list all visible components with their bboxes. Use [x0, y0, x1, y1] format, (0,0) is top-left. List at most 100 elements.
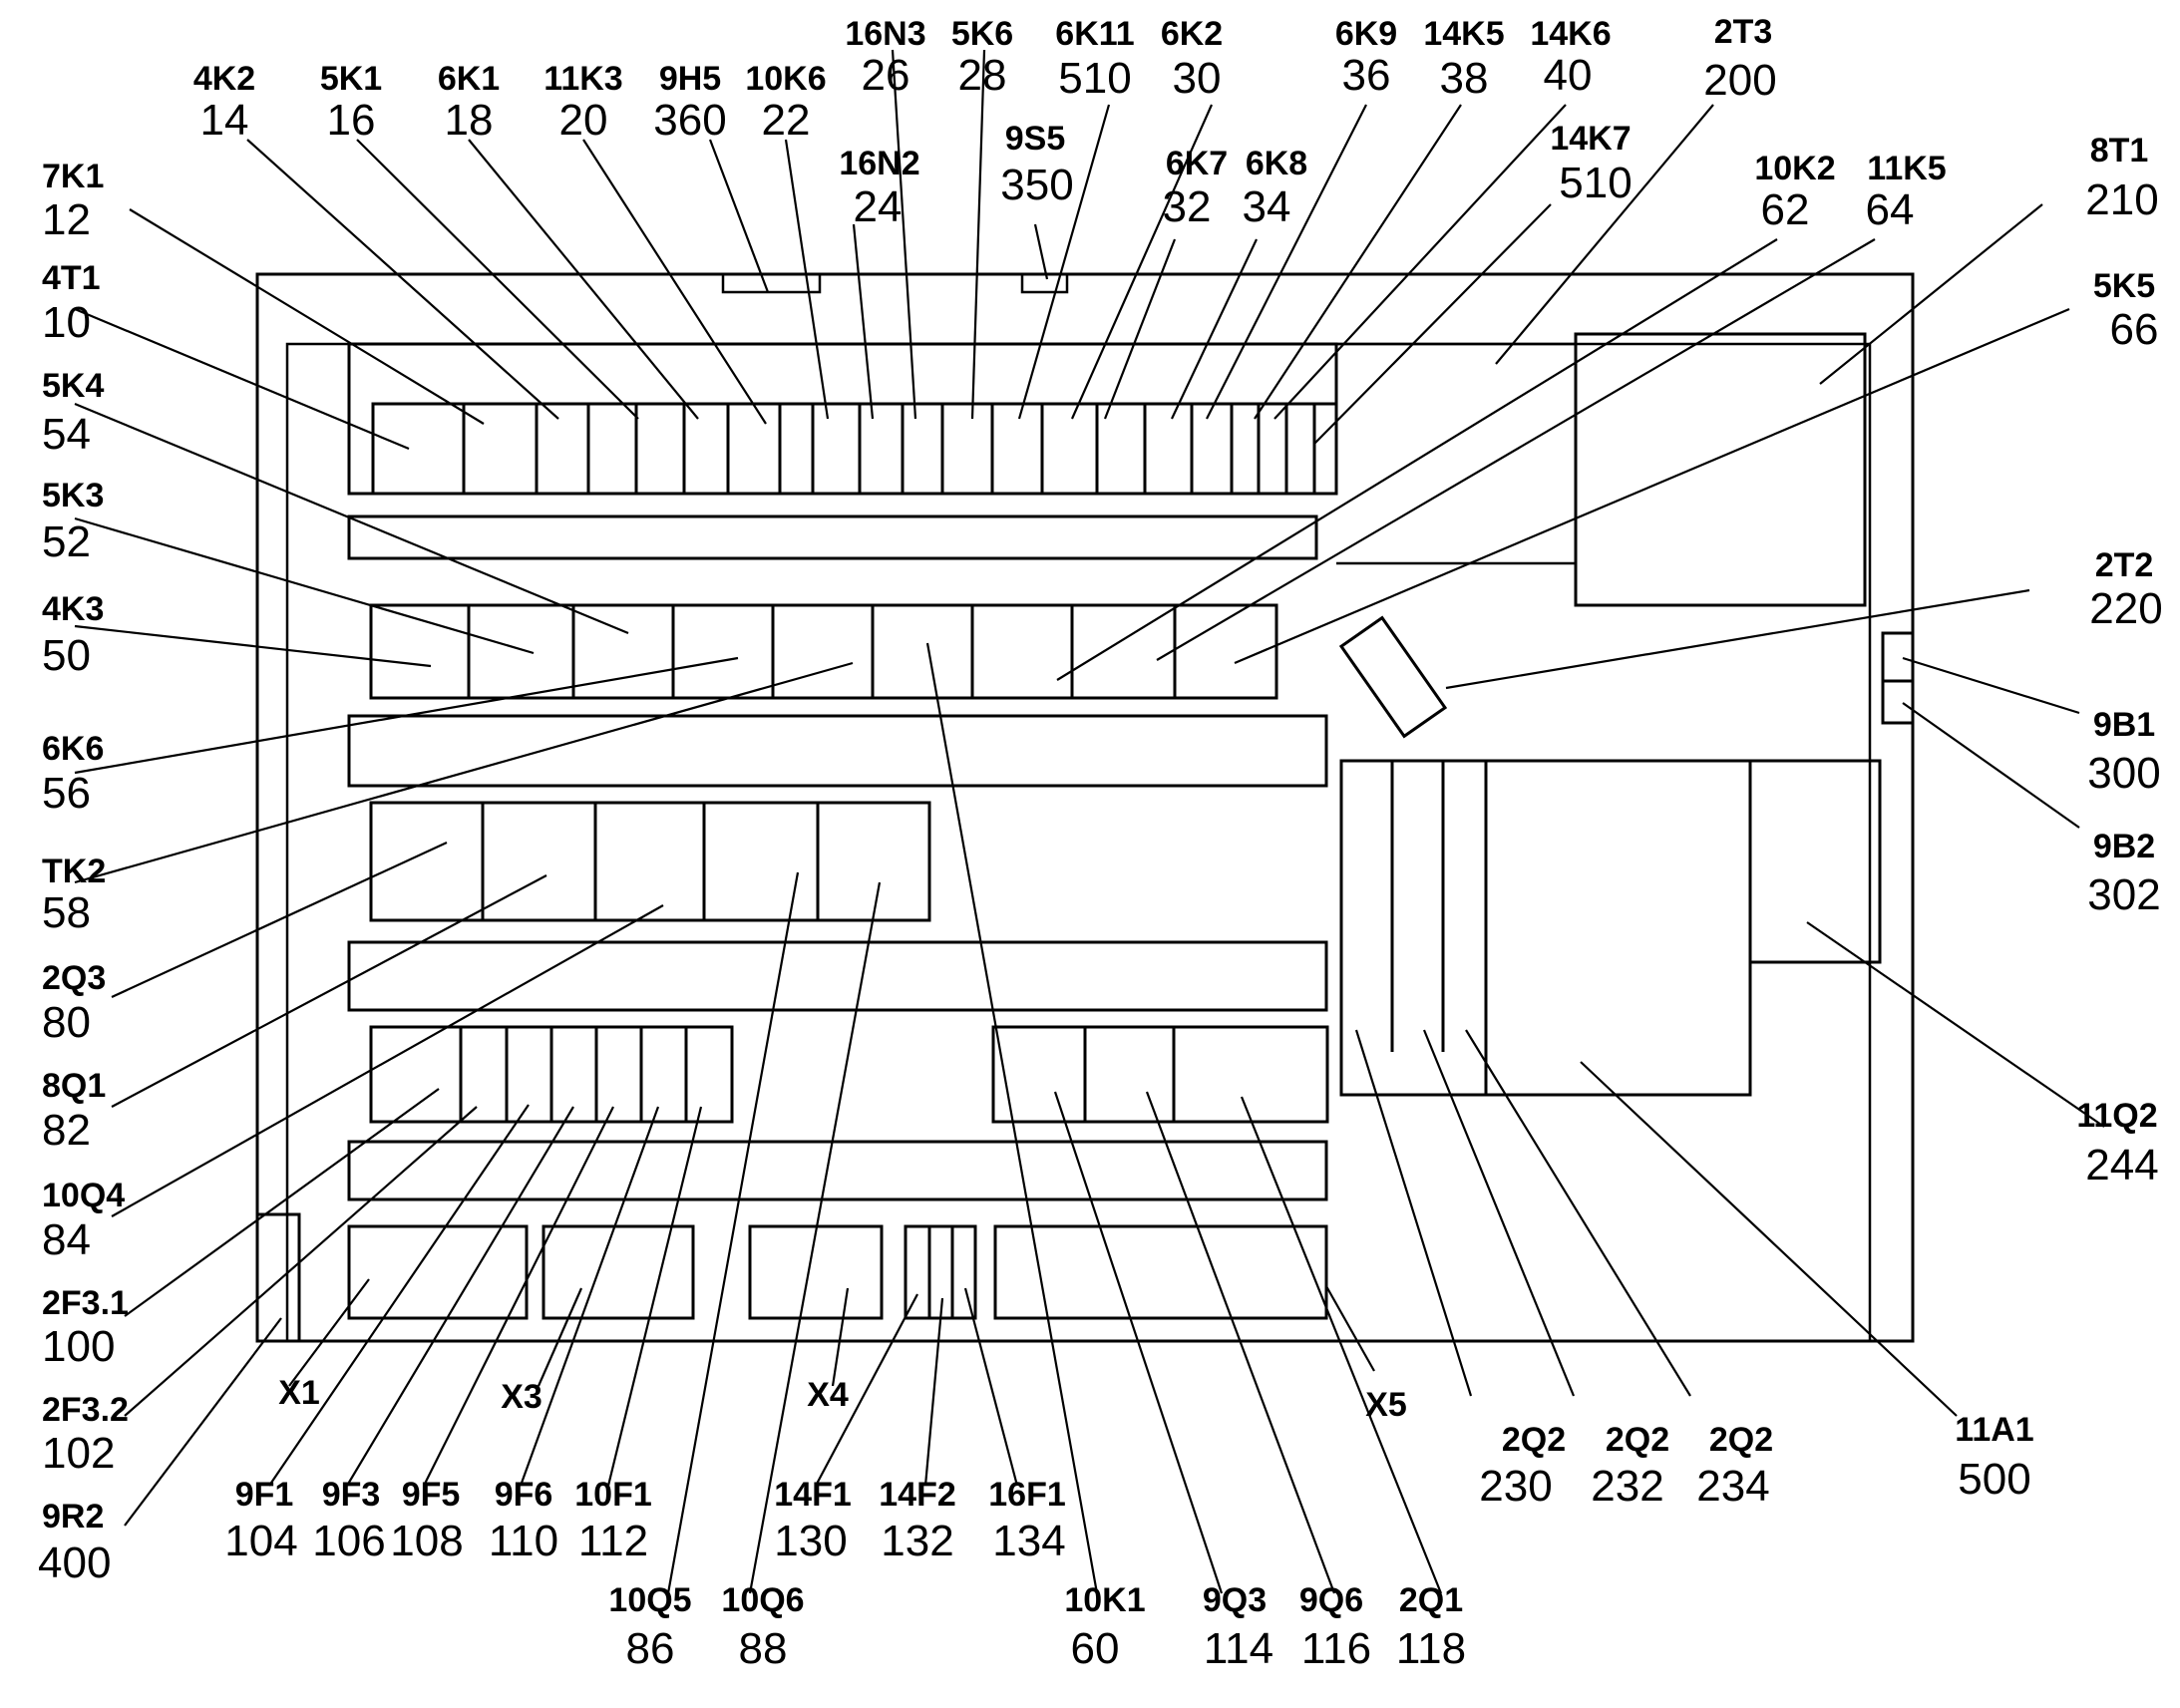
- label-code: 9B1: [2093, 706, 2155, 744]
- label-number: 230: [1479, 1462, 1552, 1511]
- terminal-label-X1: X1: [278, 1374, 320, 1412]
- label-code: 16F1: [988, 1476, 1066, 1514]
- label-number: 16: [327, 96, 376, 145]
- leader-5K5: [1234, 307, 2070, 665]
- leader-8Q1: [111, 874, 547, 1108]
- label-code: 9H5: [659, 60, 721, 98]
- label-number: 510: [1058, 54, 1131, 103]
- terminal-strip-X1: [347, 1224, 529, 1320]
- label-code: 9F3: [322, 1476, 381, 1514]
- label-number: 12: [42, 195, 91, 244]
- second-row-dividers: [467, 605, 1177, 698]
- leader-14K6: [1273, 104, 1567, 420]
- leader-8T1: [1819, 203, 2043, 385]
- label-code: 9Q6: [1299, 1581, 1363, 1619]
- label-code: 6K9: [1335, 15, 1397, 53]
- leader-10Q4: [111, 904, 664, 1217]
- resistor-9R2: [255, 1212, 301, 1343]
- label-number: 300: [2087, 749, 2160, 798]
- label-number: 200: [1703, 56, 1776, 105]
- leader-9F5: [423, 1106, 614, 1487]
- leader-4T1: [74, 307, 410, 451]
- label-number: 52: [42, 517, 91, 566]
- label-number: 104: [224, 1517, 297, 1565]
- label-number: 88: [739, 1624, 788, 1673]
- label-code: 8T1: [2090, 132, 2149, 170]
- label-number: 36: [1342, 51, 1391, 100]
- label-code: 2Q2: [1606, 1421, 1669, 1459]
- label-number: 30: [1173, 54, 1222, 103]
- leader-6K11: [1017, 104, 1111, 420]
- transformer-2T3: [1336, 342, 1578, 565]
- label-code: 5K5: [2093, 267, 2155, 305]
- leader-2Q2-230: [1354, 1029, 1473, 1397]
- label-number: 80: [42, 998, 91, 1047]
- label-number: 24: [854, 182, 903, 231]
- terminal-label-X5: X5: [1365, 1386, 1407, 1424]
- label-number: 360: [653, 96, 726, 145]
- label-number: 130: [774, 1517, 847, 1565]
- label-number: 10: [42, 298, 91, 347]
- leader-TK2: [74, 661, 854, 884]
- second-relay-row: [369, 603, 1278, 700]
- label-code: 2T2: [2095, 546, 2154, 584]
- label-code: 4K2: [193, 60, 255, 98]
- label-code: 14F1: [774, 1476, 852, 1514]
- leader-10Q6: [748, 881, 882, 1594]
- label-number: 108: [390, 1517, 463, 1565]
- upper-relay-rail: [347, 342, 1338, 496]
- terminal-strip-X4: [748, 1224, 884, 1320]
- label-number: 400: [38, 1538, 111, 1587]
- leader-14F1: [815, 1293, 918, 1487]
- label-code: 9F6: [495, 1476, 553, 1514]
- label-number: 20: [559, 96, 608, 145]
- component-labels: 4K2 14 5K1 16 6K1 18 11K3 20 9H5 360 10K…: [38, 13, 2163, 1673]
- label-number: 38: [1440, 54, 1489, 103]
- leader-6K1: [468, 139, 699, 420]
- label-code: 16N3: [845, 15, 925, 53]
- upper-relay-block: [371, 402, 1338, 496]
- leader-9F6: [519, 1106, 660, 1487]
- label-number: 62: [1761, 185, 1810, 234]
- label-number: 132: [881, 1517, 953, 1565]
- label-code: 9R2: [42, 1498, 104, 1536]
- leader-11K5: [1156, 238, 1876, 661]
- label-number: 18: [445, 96, 494, 145]
- label-number: 60: [1071, 1624, 1120, 1673]
- label-code: 5K4: [42, 367, 104, 405]
- label-number: 26: [862, 51, 910, 100]
- leader-9Q3: [1053, 1091, 1224, 1594]
- label-number: 112: [578, 1517, 648, 1565]
- label-number: 244: [2085, 1141, 2158, 1190]
- terminal-strip-X5: [993, 1224, 1328, 1320]
- label-code: 5K3: [42, 477, 104, 514]
- label-code: 11A1: [1955, 1411, 2033, 1449]
- label-code: 14K6: [1530, 15, 1611, 53]
- fuse-group-14F-16F: [904, 1224, 977, 1320]
- leader-9B2: [1902, 702, 2080, 829]
- label-number: 102: [42, 1429, 115, 1478]
- label-code: 11K5: [1867, 150, 1946, 187]
- terminal-label-X4: X4: [807, 1376, 849, 1414]
- label-number: 510: [1559, 159, 1632, 207]
- label-number: 134: [992, 1517, 1065, 1565]
- leader-9S5: [1033, 223, 1049, 280]
- label-code: 2F3.1: [42, 1284, 129, 1322]
- leader-2F3.1: [124, 1088, 440, 1317]
- leader-6K2: [1070, 104, 1214, 420]
- label-code: 2Q2: [1502, 1421, 1566, 1459]
- leader-lines: [74, 49, 2105, 1594]
- label-code: 4K3: [42, 590, 104, 628]
- leader-9F1: [268, 1104, 530, 1487]
- leader-4K2: [246, 139, 559, 420]
- motor-breaker-row: [991, 1025, 1329, 1124]
- entry-9S5: [1020, 274, 1069, 294]
- leader-14F2: [923, 1297, 944, 1487]
- label-code: 10K2: [1754, 150, 1835, 187]
- leader-X3: [537, 1287, 583, 1387]
- leader-X4: [831, 1287, 850, 1387]
- leader-6K6: [74, 656, 739, 775]
- cable-duct-2: [347, 714, 1328, 788]
- sensor-block-9B: [1881, 631, 1915, 725]
